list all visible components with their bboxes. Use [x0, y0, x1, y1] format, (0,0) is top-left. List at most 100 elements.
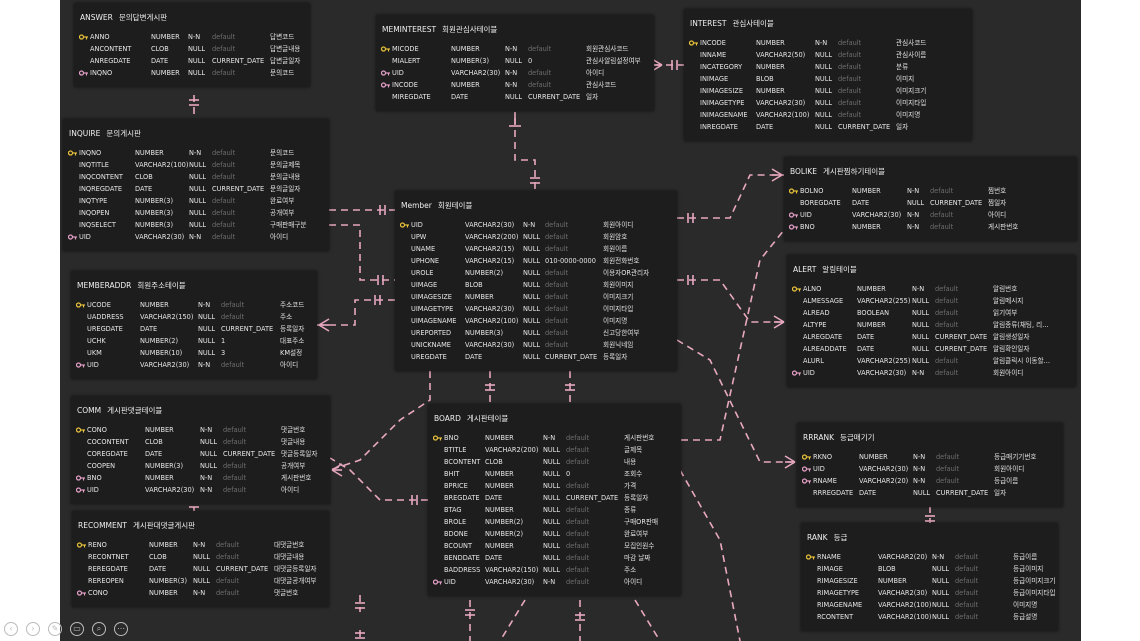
prev-icon[interactable]: ‹	[4, 622, 18, 636]
more-icon[interactable]: ⋯	[114, 622, 128, 636]
next-icon[interactable]: ›	[26, 622, 40, 636]
search-icon[interactable]: ⌕	[92, 622, 106, 636]
frame-icon[interactable]: ▭	[70, 622, 84, 636]
pen-icon[interactable]: ✎	[48, 622, 62, 636]
